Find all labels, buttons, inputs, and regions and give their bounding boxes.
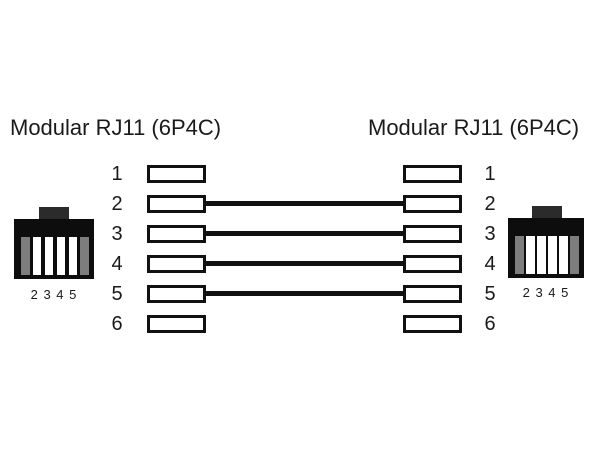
- left-connector-title: Modular RJ11 (6P4C): [10, 115, 222, 140]
- left-connector-slot: [44, 237, 54, 275]
- left-connector-slot: [56, 237, 66, 275]
- left-pin-box: [147, 195, 206, 213]
- left-pin-number: 2: [111, 193, 123, 215]
- right-connector-slots: [515, 236, 579, 274]
- right-pin-number: 1: [484, 163, 496, 185]
- left-connector-slots: [21, 237, 89, 275]
- right-connector-slot: [548, 236, 557, 274]
- right-connector-slot: [559, 236, 568, 274]
- left-pin-number: 1: [111, 163, 123, 185]
- right-pin-number: 6: [484, 313, 496, 335]
- right-connector-title: Modular RJ11 (6P4C): [368, 115, 580, 140]
- right-pin-box: [403, 315, 462, 333]
- left-pin-box: [147, 315, 206, 333]
- left-connector-pins-label: 2 3 4 5: [30, 287, 78, 302]
- right-connector-tab: [532, 206, 562, 219]
- right-pin-box: [403, 285, 462, 303]
- left-connector-slot: [68, 237, 78, 275]
- right-pin-number: 2: [484, 193, 496, 215]
- left-pin-box: [147, 165, 206, 183]
- left-pin-box: [147, 285, 206, 303]
- right-pin-number: 4: [484, 253, 496, 275]
- right-pin-box: [403, 195, 462, 213]
- right-connector-slot: [570, 236, 579, 274]
- right-connector-slot: [526, 236, 535, 274]
- wire-connection: [204, 291, 405, 296]
- left-connector-slot: [32, 237, 42, 275]
- left-pin-box: [147, 225, 206, 243]
- left-connector-tab: [39, 207, 69, 220]
- right-pin-box: [403, 165, 462, 183]
- right-pin-box: [403, 255, 462, 273]
- left-rj11-connector-icon: [14, 219, 94, 279]
- left-connector-slot: [80, 237, 89, 275]
- left-pin-number: 4: [111, 253, 123, 275]
- right-rj11-connector-icon: [508, 218, 584, 278]
- right-pin-box: [403, 225, 462, 243]
- right-connector-slot: [515, 236, 524, 274]
- wire-connection: [204, 201, 405, 206]
- right-connector-pins-label: 2 3 4 5: [522, 285, 570, 300]
- right-pin-number: 3: [484, 223, 496, 245]
- left-pin-number: 3: [111, 223, 123, 245]
- left-pin-number: 5: [111, 283, 123, 305]
- left-pin-number: 6: [111, 313, 123, 335]
- wire-connection: [204, 231, 405, 236]
- left-connector-slot: [21, 237, 30, 275]
- right-pin-number: 5: [484, 283, 496, 305]
- left-pin-box: [147, 255, 206, 273]
- right-connector-slot: [537, 236, 546, 274]
- wire-connection: [204, 261, 405, 266]
